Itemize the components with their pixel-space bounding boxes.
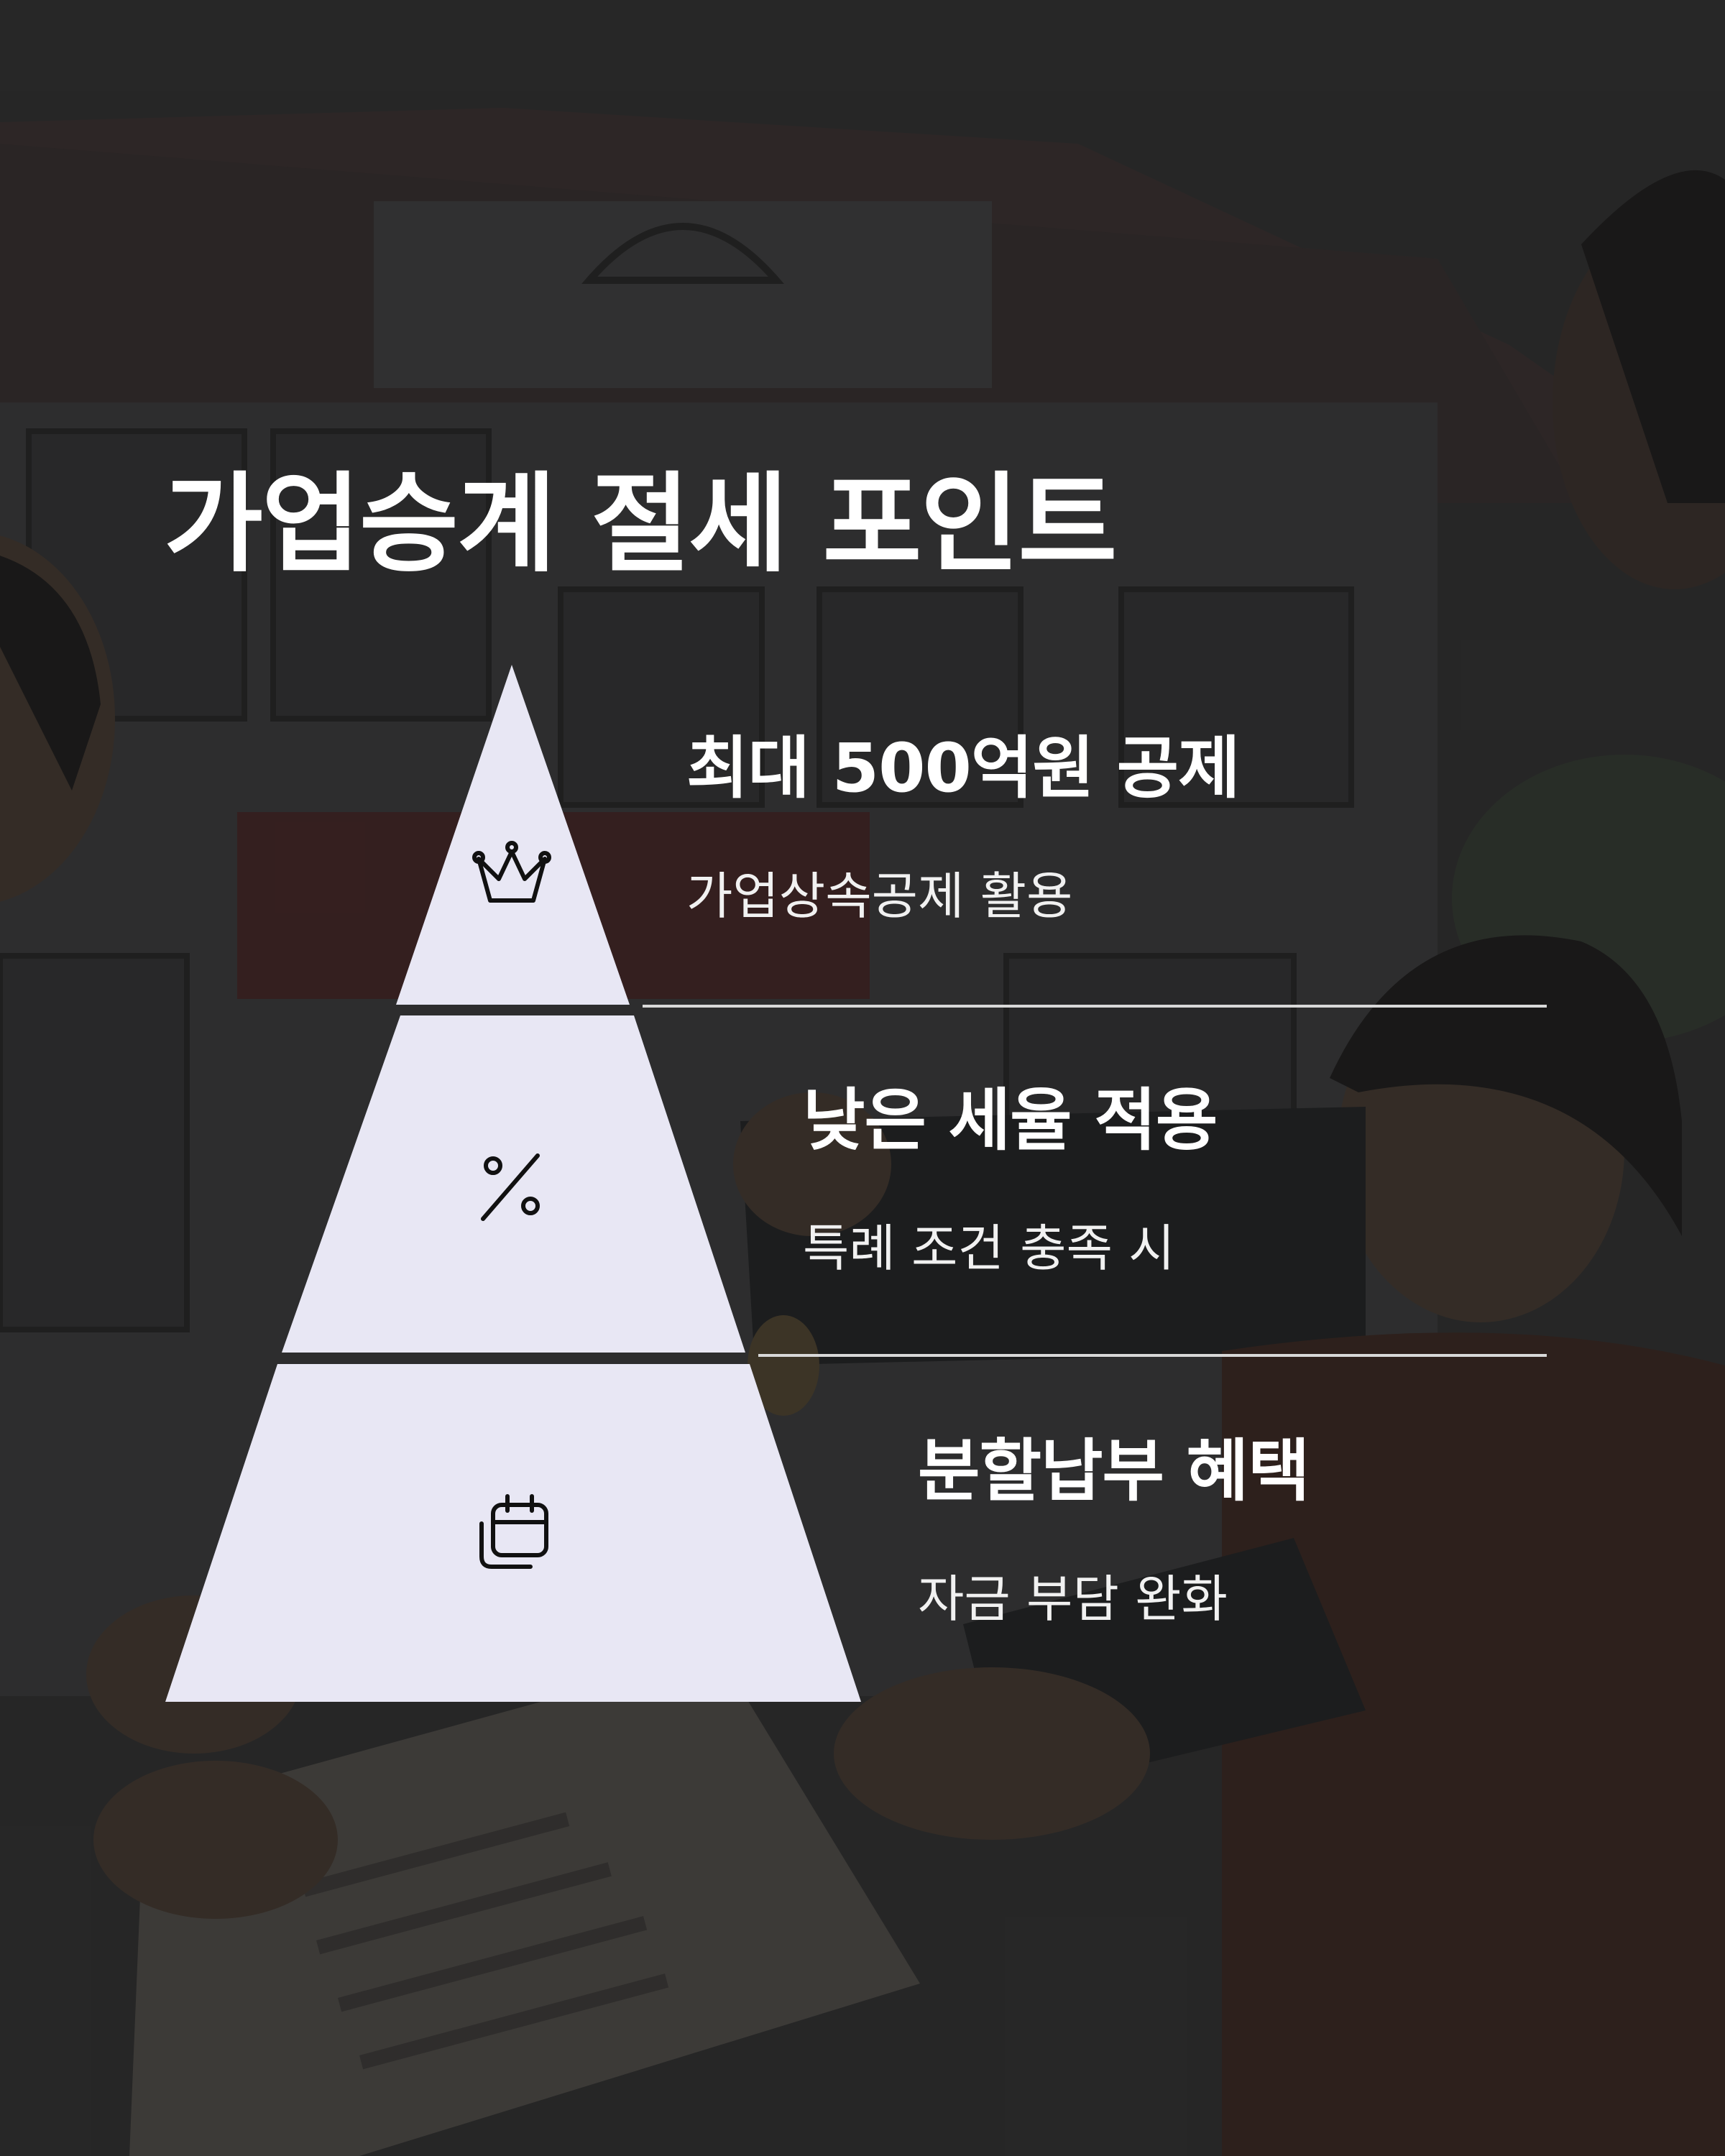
crown-icon [472,841,551,903]
tier-2-subtext: 특례 조건 충족 시 [803,1219,1175,1278]
calendar-icon [479,1494,548,1569]
tier-1-heading: 최대 500억원 공제 [686,729,1241,808]
pyramid-tier-1 [396,665,630,1005]
tier-2-heading: 낮은 세율 적용 [803,1082,1218,1160]
tier-3-subtext: 자금 부담 완화 [918,1570,1228,1628]
tier-3-heading: 분할납부 혜택 [918,1432,1310,1511]
percent-icon [481,1153,540,1221]
page-title: 가업승계 절세 포인트 [164,462,1117,587]
tier-1-subtext: 가업상속공제 활용 [686,867,1073,926]
pyramid-tier-3 [165,1364,861,1702]
